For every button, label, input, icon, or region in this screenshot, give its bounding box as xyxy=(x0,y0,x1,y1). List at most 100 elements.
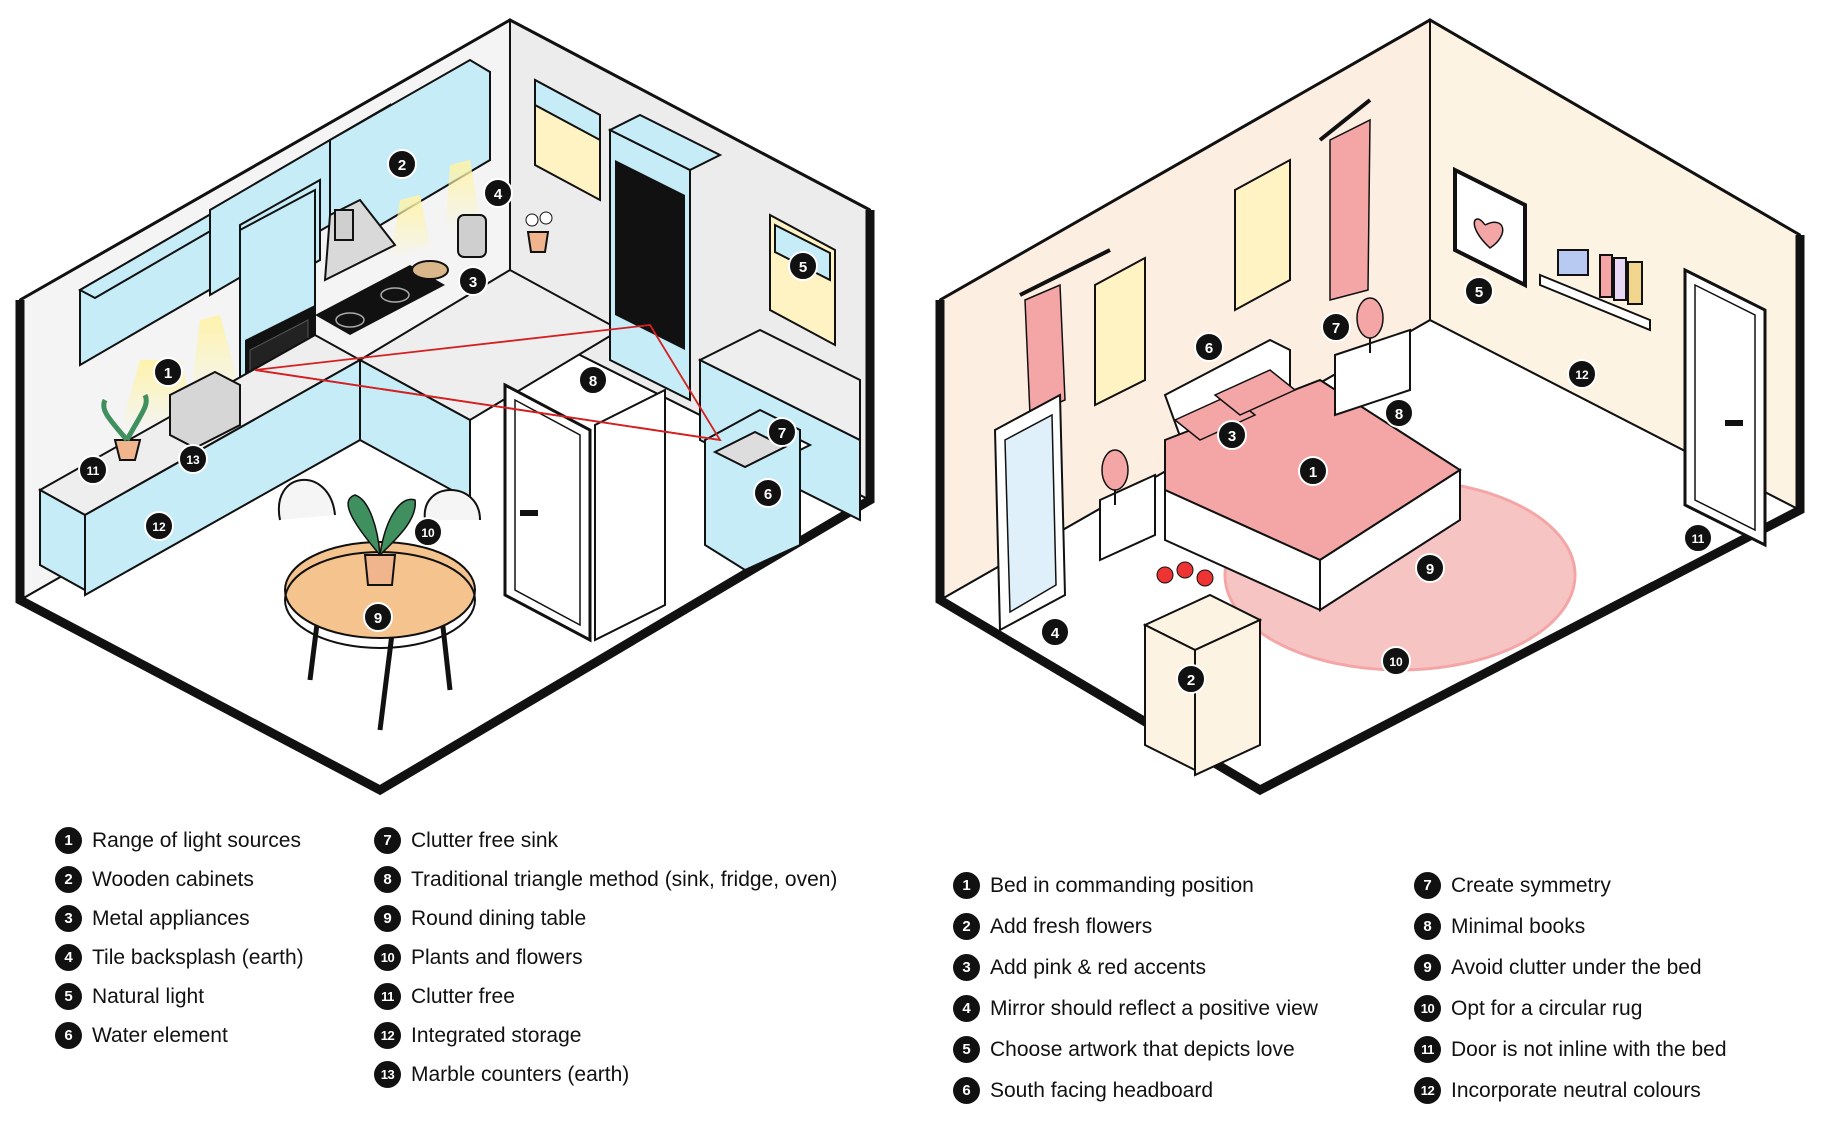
kitchen-legend-label: Clutter free sink xyxy=(411,828,559,852)
bedroom-badge-7: 7 xyxy=(1321,312,1351,342)
kitchen-legend-label: Traditional triangle method (sink, fridg… xyxy=(411,867,838,891)
svg-text:2: 2 xyxy=(398,157,406,174)
bedroom-legend-num: 4 xyxy=(953,995,980,1022)
kitchen-legend-num: 7 xyxy=(374,827,401,854)
kitchen-legend-item-4: 4 Tile backsplash (earth) xyxy=(55,944,304,971)
kitchen-badge-11: 11 xyxy=(78,455,108,485)
bedroom-badge-4: 4 xyxy=(1040,617,1070,647)
bedroom-legend-num: 5 xyxy=(953,1036,980,1063)
kitchen-scene xyxy=(15,18,875,796)
kitchen-badges: 1 2 3 4 5 6 7 8 9 10 11 12 13 xyxy=(78,149,818,632)
svg-text:11: 11 xyxy=(87,464,100,478)
bedroom-legend-label: Opt for a circular rug xyxy=(1451,996,1643,1020)
kitchen-legend-num: 10 xyxy=(374,944,401,971)
bedroom-legend-num: 8 xyxy=(1414,913,1441,940)
kitchen-badge-13: 13 xyxy=(178,444,208,474)
bedroom-legend-label: Avoid clutter under the bed xyxy=(1451,955,1702,979)
bedroom-legend-item-1: 1 Bed in commanding position xyxy=(953,872,1254,899)
bedroom-legend-label: Bed in commanding position xyxy=(990,873,1254,897)
bedroom-badge-9: 9 xyxy=(1415,553,1445,583)
kitchen-legend-num: 4 xyxy=(55,944,82,971)
svg-text:8: 8 xyxy=(589,373,597,390)
kitchen-badge-8: 8 xyxy=(578,365,608,395)
bedroom-legend-label: Add pink & red accents xyxy=(990,955,1206,979)
bedroom-badge-10: 10 xyxy=(1381,646,1411,676)
kitchen-legend-label: Round dining table xyxy=(411,906,587,930)
svg-text:1: 1 xyxy=(1309,464,1317,481)
kitchen-legend-item-3: 3 Metal appliances xyxy=(55,905,250,932)
kitchen-legend-num: 5 xyxy=(55,983,82,1010)
kitchen-badge-5: 5 xyxy=(788,251,818,281)
bedroom-legend-item-3: 3 Add pink & red accents xyxy=(953,954,1206,981)
svg-text:12: 12 xyxy=(152,520,166,534)
svg-text:8: 8 xyxy=(1395,406,1403,423)
bedroom-legend-num: 2 xyxy=(953,913,980,940)
kitchen-badge-9: 9 xyxy=(363,602,393,632)
kitchen-legend-item-9: 9 Round dining table xyxy=(374,905,586,932)
kitchen-legend-num: 2 xyxy=(55,866,82,893)
bedroom-legend-item-10: 10 Opt for a circular rug xyxy=(1414,995,1642,1022)
bedroom-legend-num: 3 xyxy=(953,954,980,981)
bedroom-badge-2: 2 xyxy=(1176,664,1206,694)
bedroom-legend-label: Incorporate neutral colours xyxy=(1451,1078,1701,1102)
svg-text:10: 10 xyxy=(421,526,435,540)
svg-text:2: 2 xyxy=(1187,672,1195,689)
bedroom-legend-item-12: 12 Incorporate neutral colours xyxy=(1414,1077,1701,1104)
kitchen-legend-label: Metal appliances xyxy=(92,906,250,930)
bedroom-badge-8: 8 xyxy=(1384,398,1414,428)
kitchen-legend-item-5: 5 Natural light xyxy=(55,983,204,1010)
kitchen-legend-label: Natural light xyxy=(92,984,205,1008)
svg-text:7: 7 xyxy=(778,425,786,442)
kitchen-legend-label: Marble counters (earth) xyxy=(411,1062,630,1086)
kitchen-badge-4: 4 xyxy=(483,178,513,208)
bedroom-badge-1: 1 xyxy=(1298,456,1328,486)
kitchen-badge-10: 10 xyxy=(413,517,443,547)
kitchen-legend-num: 8 xyxy=(374,866,401,893)
kitchen-badge-1: 1 xyxy=(153,357,183,387)
svg-text:9: 9 xyxy=(374,610,382,627)
kitchen-legend-num: 6 xyxy=(55,1022,82,1049)
kitchen-legend-label: Tile backsplash (earth) xyxy=(92,945,304,969)
kitchen-legend-item-8: 8 Traditional triangle method (sink, frid… xyxy=(374,866,837,893)
bedroom-badge-11: 11 xyxy=(1683,523,1713,553)
svg-text:1: 1 xyxy=(164,365,172,382)
bedroom-legend-num: 1 xyxy=(953,872,980,899)
bedroom-badge-5: 5 xyxy=(1464,276,1494,306)
kitchen-badge-3: 3 xyxy=(458,266,488,296)
bedroom-legend-label: Add fresh flowers xyxy=(990,914,1153,938)
bedroom-legend-label: South facing headboard xyxy=(990,1078,1214,1102)
kitchen-legend-num: 11 xyxy=(374,983,401,1010)
bedroom-legend-num: 6 xyxy=(953,1077,980,1104)
illustration: 1 2 3 4 5 6 7 8 9 10 11 12 13 xyxy=(15,18,1805,796)
kitchen-legend-item-6: 6 Water element xyxy=(55,1022,228,1049)
svg-text:12: 12 xyxy=(1575,368,1589,382)
svg-text:5: 5 xyxy=(1475,284,1483,301)
svg-text:13: 13 xyxy=(186,453,200,467)
svg-text:6: 6 xyxy=(764,486,772,503)
kitchen-badge-6: 6 xyxy=(753,478,783,508)
kitchen-badge-2: 2 xyxy=(387,149,417,179)
bedroom-legend-item-5: 5 Choose artwork that depicts love xyxy=(953,1036,1295,1063)
kitchen-legend-label: Water element xyxy=(92,1023,228,1047)
kitchen-legend-num: 9 xyxy=(374,905,401,932)
bedroom-legend-num: 10 xyxy=(1414,995,1441,1022)
bedroom-legend-label: Choose artwork that depicts love xyxy=(990,1037,1295,1061)
kitchen-badge-12: 12 xyxy=(144,511,174,541)
kitchen-legend-num: 12 xyxy=(374,1022,401,1049)
svg-text:5: 5 xyxy=(799,259,807,276)
bedroom-legend-num: 9 xyxy=(1414,954,1441,981)
kitchen-legend-num: 3 xyxy=(55,905,82,932)
svg-text:4: 4 xyxy=(1051,625,1060,642)
bedroom-legend-num: 12 xyxy=(1414,1077,1441,1104)
bedroom-legend-item-9: 9 Avoid clutter under the bed xyxy=(1414,954,1702,981)
bedroom-legend-label: Create symmetry xyxy=(1451,873,1611,897)
bedroom-badges: 1 2 3 4 5 6 7 8 9 10 11 12 xyxy=(1040,276,1713,694)
kitchen-legend-label: Plants and flowers xyxy=(411,945,583,969)
svg-text:10: 10 xyxy=(1389,655,1403,669)
svg-text:7: 7 xyxy=(1332,320,1340,337)
